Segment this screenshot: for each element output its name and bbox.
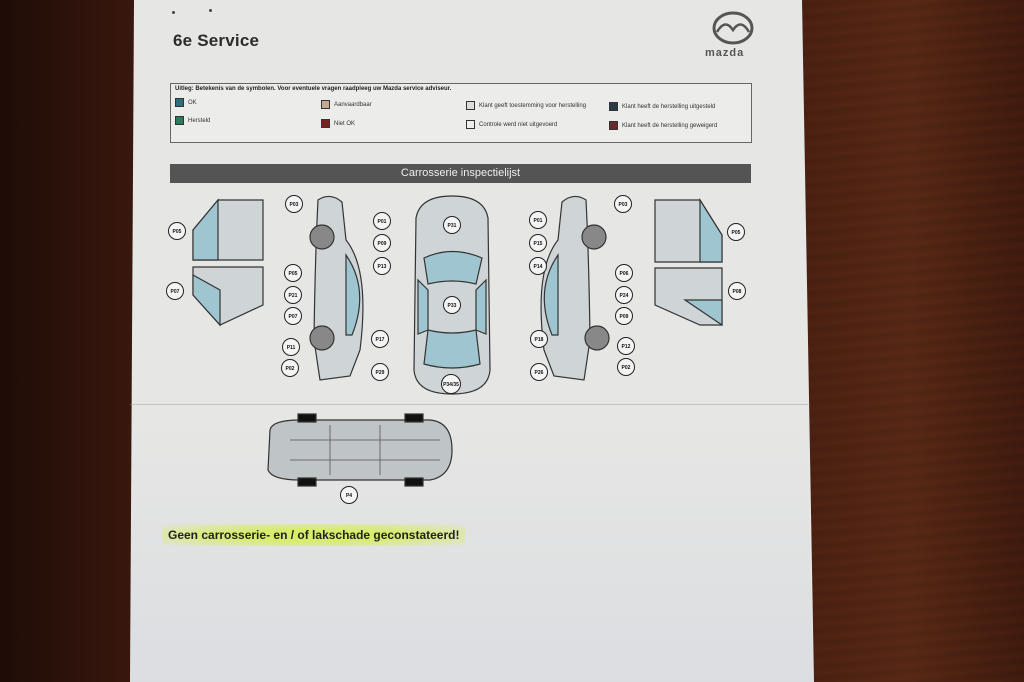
callout-marker: P03 bbox=[285, 195, 303, 213]
callout-marker: P14 bbox=[529, 257, 547, 275]
callout-marker: P12 bbox=[617, 337, 635, 355]
callout-marker: P05 bbox=[168, 222, 186, 240]
legend-label: Klant heeft de herstelling uitgesteld bbox=[622, 103, 716, 110]
callout-marker: P33 bbox=[443, 296, 461, 314]
legend-label: Controle werd niet uitgevoerd bbox=[479, 121, 558, 128]
legend-item-consent: Klant geeft toestemming voor herstelling bbox=[466, 101, 586, 110]
fold-line bbox=[130, 404, 810, 405]
legend-item-ok: OK bbox=[175, 98, 197, 107]
legend-label: Klant geeft toestemming voor herstelling bbox=[479, 102, 587, 109]
punch-hole bbox=[209, 9, 212, 12]
section-header: Carrosserie inspectielijst bbox=[170, 164, 751, 183]
callout-marker: P08 bbox=[728, 282, 746, 300]
callout-marker: P29 bbox=[371, 363, 389, 381]
not-ok-icon bbox=[321, 119, 330, 128]
callout-marker: P21 bbox=[284, 286, 302, 304]
callout-marker: P4 bbox=[340, 486, 358, 504]
legend-box: Uitleg: Betekenis van de symbolen. Voor … bbox=[170, 83, 752, 143]
callout-marker: P02 bbox=[281, 359, 299, 377]
callout-marker: P24 bbox=[615, 286, 633, 304]
acceptable-icon bbox=[321, 100, 330, 109]
callout-marker: P09 bbox=[373, 234, 391, 252]
callout-marker: P18 bbox=[530, 330, 548, 348]
callout-marker: P34/35 bbox=[441, 374, 461, 394]
table-surface-right bbox=[794, 0, 1024, 682]
callout-marker: P01 bbox=[373, 212, 391, 230]
brand-name: mazda bbox=[705, 47, 745, 59]
legend-label: Niet OK bbox=[334, 120, 356, 127]
legend-item-not-checked: Controle werd niet uitgevoerd bbox=[466, 120, 557, 129]
underside-car-body bbox=[267, 419, 453, 481]
legend-heading: Uitleg: Betekenis van de symbolen. Voor … bbox=[175, 86, 452, 92]
punch-hole bbox=[172, 11, 175, 14]
table-surface-left bbox=[0, 0, 140, 682]
legend-label: Aanvaardbaar bbox=[334, 101, 372, 108]
legend-item-repaired: Hersteld bbox=[175, 116, 210, 125]
legend-label: Hersteld bbox=[188, 117, 211, 124]
legend-item-not-ok: Niet OK bbox=[321, 119, 355, 128]
legend-label: Klant heeft de herstelling geweigerd bbox=[622, 122, 718, 129]
callout-marker: P11 bbox=[282, 338, 300, 356]
legend-item-refused: Klant heeft de herstelling geweigerd bbox=[609, 121, 717, 130]
legend-item-acceptable: Aanvaardbaar bbox=[321, 100, 372, 109]
callout-marker: P05 bbox=[727, 223, 745, 241]
callout-marker: P07 bbox=[166, 282, 184, 300]
callout-marker: P15 bbox=[529, 234, 547, 252]
callout-marker: P05 bbox=[284, 264, 302, 282]
legend-label: OK bbox=[188, 99, 197, 106]
callout-marker: P03 bbox=[614, 195, 632, 213]
repaired-icon bbox=[175, 116, 184, 125]
callout-marker: P06 bbox=[615, 264, 633, 282]
callout-marker: P13 bbox=[373, 257, 391, 275]
legend-item-postponed: Klant heeft de herstelling uitgesteld bbox=[609, 102, 715, 111]
callout-marker: P01 bbox=[529, 211, 547, 229]
callout-marker: P26 bbox=[530, 363, 548, 381]
not-checked-icon bbox=[466, 120, 475, 129]
check-icon bbox=[175, 98, 184, 107]
mazda-logo-icon bbox=[712, 11, 754, 45]
page-title: 6e Service bbox=[173, 31, 260, 50]
refused-icon bbox=[609, 121, 618, 130]
callout-marker: P02 bbox=[617, 358, 635, 376]
callout-marker: P31 bbox=[443, 216, 461, 234]
inspection-result-note: Geen carrosserie- en / of lakschade geco… bbox=[162, 524, 466, 546]
consent-icon bbox=[466, 101, 475, 110]
callout-marker: P07 bbox=[284, 307, 302, 325]
postponed-icon bbox=[609, 102, 618, 111]
callout-marker: P17 bbox=[371, 330, 389, 348]
callout-marker: P09 bbox=[615, 307, 633, 325]
